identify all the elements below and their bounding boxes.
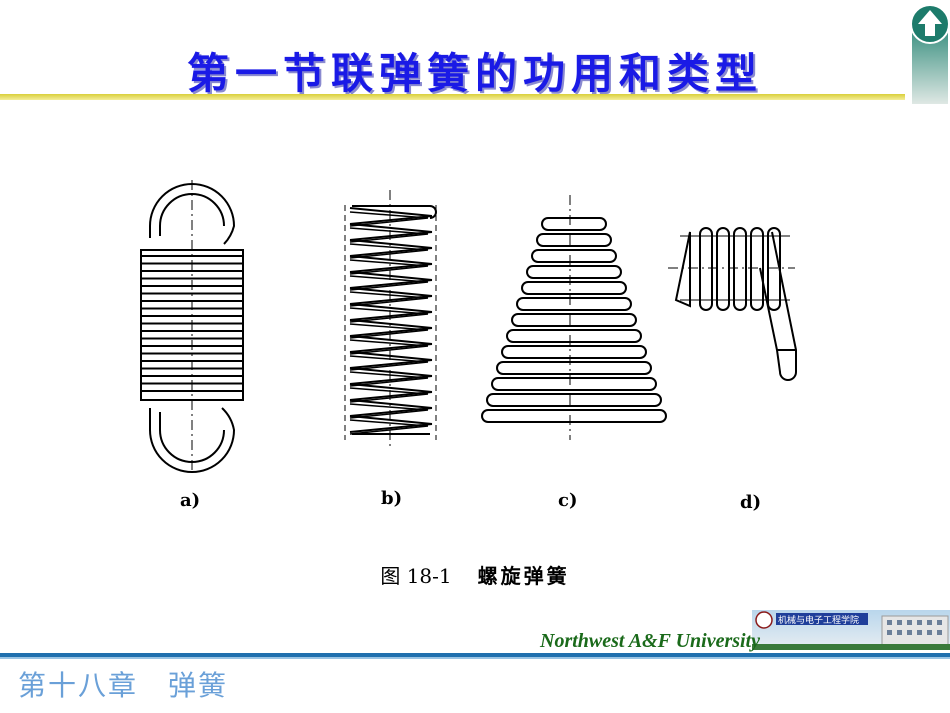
label-c: c) bbox=[558, 490, 578, 511]
up-arrow-icon bbox=[918, 10, 942, 36]
tension-spring-a bbox=[140, 180, 244, 473]
compression-spring-b bbox=[344, 190, 437, 450]
up-arrow-button[interactable] bbox=[910, 4, 950, 104]
college-banner: 机械与电子工程学院 bbox=[752, 610, 950, 650]
figure-caption: 图 18-1 螺旋弹簧 bbox=[0, 560, 950, 589]
chapter-title: 第十八章 弹簧 bbox=[18, 669, 229, 702]
title-underline bbox=[0, 94, 905, 100]
footer-rule bbox=[0, 653, 950, 657]
page-title: 第一节联弹簧的功用和类型 bbox=[186, 49, 763, 98]
college-logo-icon bbox=[755, 611, 773, 629]
footer-rule-light bbox=[0, 657, 950, 659]
conical-spring-c bbox=[481, 195, 667, 440]
label-a: a) bbox=[180, 490, 201, 511]
torsion-spring-d bbox=[668, 227, 797, 381]
label-b: b) bbox=[381, 488, 403, 509]
caption-number: 图 18-1 bbox=[380, 564, 452, 588]
university-name: Northwest A&F University bbox=[540, 630, 761, 652]
caption-text: 螺旋弹簧 bbox=[477, 564, 570, 588]
label-d: d) bbox=[740, 492, 762, 513]
college-name: 机械与电子工程学院 bbox=[778, 616, 860, 626]
